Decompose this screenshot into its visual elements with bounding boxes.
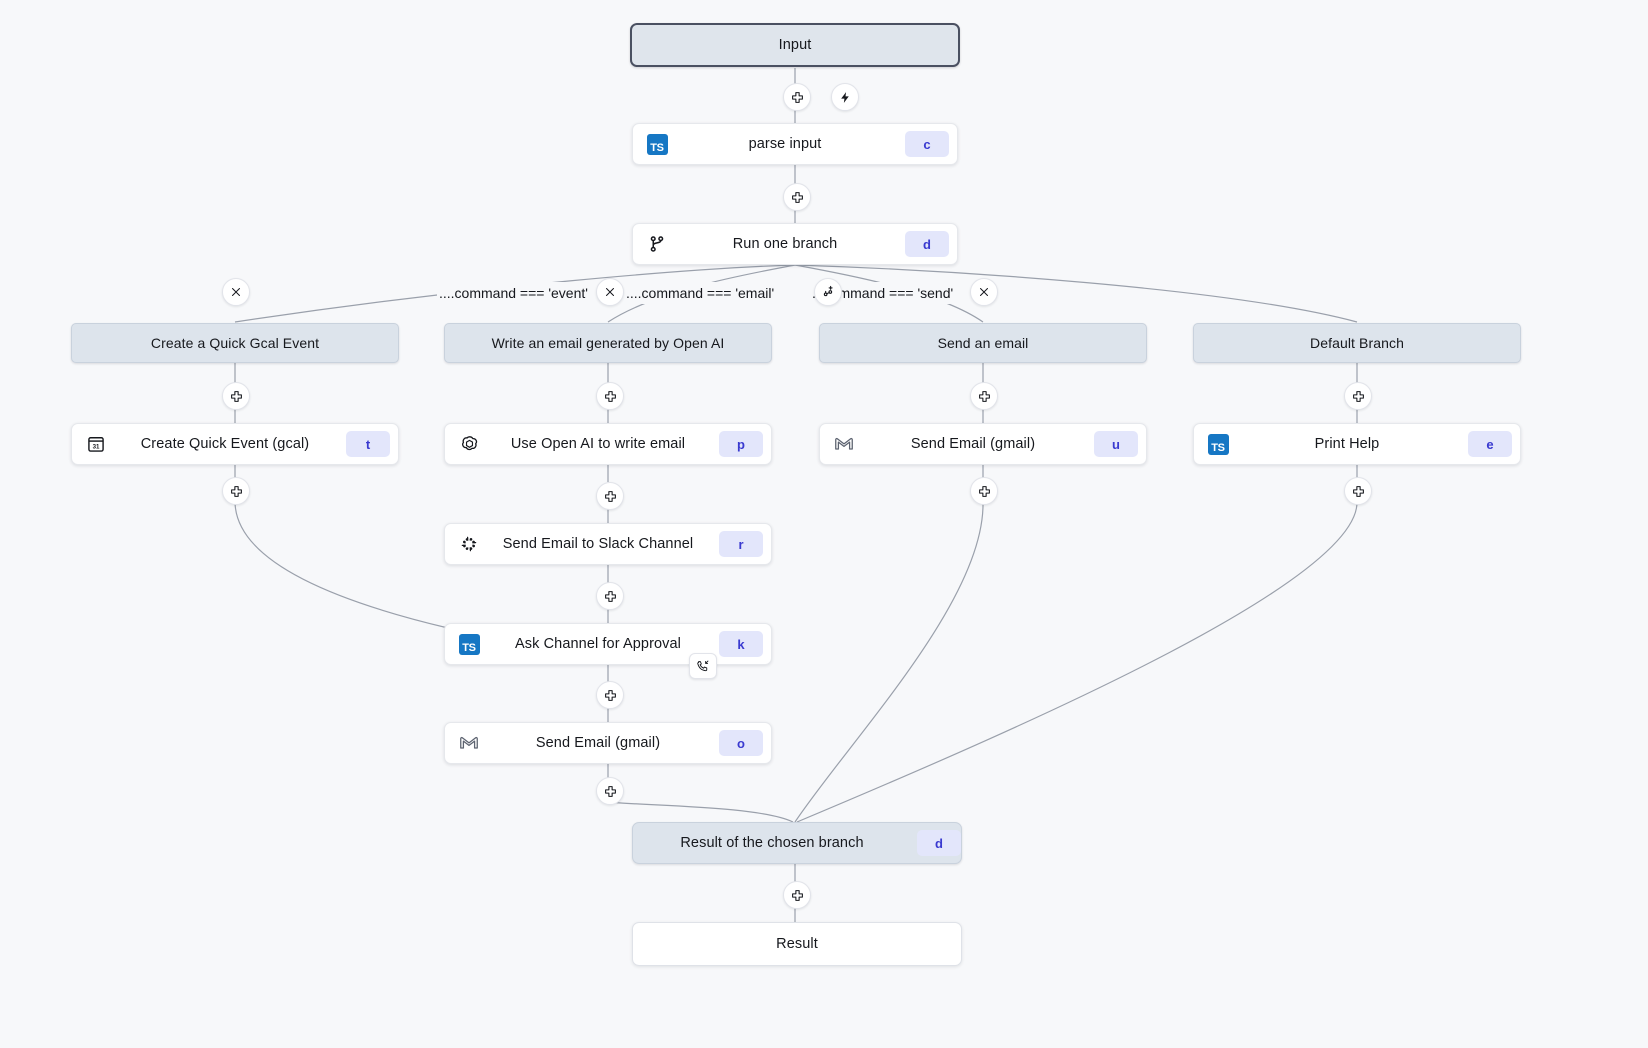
gmail-icon [455,729,483,757]
add-step-button-after-approval[interactable] [596,681,624,709]
add-step-button-branch-event[interactable] [222,382,250,410]
close-icon [606,288,614,296]
node-run-one-branch-label: Run one branch [732,236,838,252]
plus-icon [230,390,242,402]
typescript-icon: TS [1204,430,1232,458]
input-node-label: Input [778,37,812,53]
result-node-label: Result [776,936,818,952]
node-send-email-gmail-o-key[interactable]: o [719,730,763,756]
node-parse-input[interactable]: TS parse input c [632,123,958,165]
add-step-button-after-input[interactable] [783,83,811,111]
gmail-icon [830,430,858,458]
branch-header-email[interactable]: Write an email generated by Open AI [444,323,772,363]
slack-icon [455,530,483,558]
branch-header-default[interactable]: Default Branch [1193,323,1521,363]
remove-branch-button-email[interactable] [596,278,624,306]
add-step-button-after-slack[interactable] [596,582,624,610]
plus-icon [230,485,242,497]
plus-icon [604,785,616,797]
result-node[interactable]: Result [632,922,962,966]
branch-header-send[interactable]: Send an email [819,323,1147,363]
lightning-icon [840,91,849,103]
node-create-quick-event-key[interactable]: t [346,431,390,457]
node-use-openai[interactable]: Use Open AI to write email p [444,423,772,465]
plus-icon [978,390,990,402]
add-step-button-after-chosen-result[interactable] [783,881,811,909]
node-ask-channel-approval-label: Ask Channel for Approval [514,636,682,652]
node-use-openai-label: Use Open AI to write email [510,436,686,452]
node-send-email-gmail-u-key[interactable]: u [1094,431,1138,457]
branch-plus-icon [823,285,833,297]
typescript-icon: TS [643,130,671,158]
node-chosen-result-label: Result of the chosen branch [680,835,864,851]
node-create-quick-event-label: Create Quick Event (gcal) [140,436,310,452]
input-node[interactable]: Input [630,23,960,67]
remove-branch-button-send[interactable] [970,278,998,306]
plus-icon [604,390,616,402]
node-send-email-to-slack-label: Send Email to Slack Channel [502,536,694,552]
node-send-email-to-slack[interactable]: Send Email to Slack Channel r [444,523,772,565]
add-step-button-branch-email[interactable] [596,382,624,410]
google-calendar-icon: 31 [82,430,110,458]
approval-callback-chip[interactable] [689,653,717,679]
node-chosen-result-key[interactable]: d [917,830,961,856]
openai-icon [455,430,483,458]
close-icon [232,288,240,296]
node-chosen-result[interactable]: Result of the chosen branch d [632,822,962,864]
branch-header-send-label: Send an email [937,335,1029,351]
trigger-button[interactable] [831,83,859,111]
node-print-help-label: Print Help [1314,436,1380,452]
node-parse-input-label: parse input [748,136,822,152]
add-step-button-after-create-quick-event[interactable] [222,477,250,505]
plus-icon [604,490,616,502]
plus-icon [791,889,803,901]
plus-icon [1352,390,1364,402]
typescript-icon: TS [455,630,483,658]
plus-icon [1352,485,1364,497]
plus-icon [791,191,803,203]
branch-condition-email: ....command === 'email' [624,282,777,304]
node-print-help[interactable]: TS Print Help e [1193,423,1521,465]
add-step-button-after-use-openai[interactable] [596,482,624,510]
branch-header-email-label: Write an email generated by Open AI [491,335,725,351]
branch-header-default-label: Default Branch [1309,335,1404,351]
node-send-email-gmail-o[interactable]: Send Email (gmail) o [444,722,772,764]
node-use-openai-key[interactable]: p [719,431,763,457]
node-send-email-to-slack-key[interactable]: r [719,531,763,557]
branch-header-event[interactable]: Create a Quick Gcal Event [71,323,399,363]
plus-icon [604,689,616,701]
node-ask-channel-approval-key[interactable]: k [719,631,763,657]
branch-header-event-label: Create a Quick Gcal Event [150,335,320,351]
add-step-button-after-gmail-o[interactable] [596,777,624,805]
add-step-button-after-parse-input[interactable] [783,183,811,211]
node-send-email-gmail-o-label: Send Email (gmail) [535,735,661,751]
branch-condition-event: ....command === 'event' [437,282,590,304]
node-parse-input-key[interactable]: c [905,131,949,157]
add-branch-button[interactable] [814,278,842,306]
node-send-email-gmail-u-label: Send Email (gmail) [910,436,1036,452]
plus-icon [604,590,616,602]
node-print-help-key[interactable]: e [1468,431,1512,457]
remove-branch-button-event[interactable] [222,278,250,306]
svg-text:31: 31 [93,444,100,451]
add-step-button-after-send-email-u[interactable] [970,477,998,505]
callback-phone-icon [697,660,709,672]
node-run-one-branch[interactable]: Run one branch d [632,223,958,265]
node-ask-channel-approval[interactable]: TS Ask Channel for Approval k [444,623,772,665]
node-send-email-gmail-u[interactable]: Send Email (gmail) u [819,423,1147,465]
close-icon [980,288,988,296]
add-step-button-branch-default[interactable] [1344,382,1372,410]
node-create-quick-event[interactable]: 31 Create Quick Event (gcal) t [71,423,399,465]
add-step-button-after-print-help[interactable] [1344,477,1372,505]
plus-icon [791,91,803,103]
add-step-button-branch-send[interactable] [970,382,998,410]
branch-icon [643,230,671,258]
node-run-one-branch-key[interactable]: d [905,231,949,257]
plus-icon [978,485,990,497]
